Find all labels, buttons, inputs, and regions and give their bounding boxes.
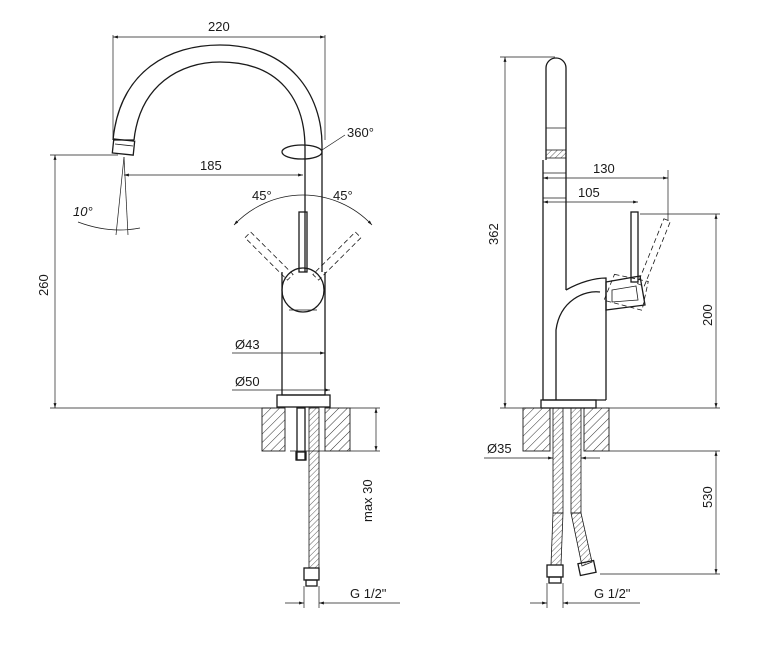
height-overall-label: 362 <box>486 223 501 245</box>
connector-left-tail <box>548 576 562 584</box>
front-view: 360° 45° 45° 10° 220 185 <box>36 19 400 608</box>
outlet-arc <box>77 221 141 231</box>
lever <box>298 211 308 273</box>
hose-right-lower <box>570 512 593 567</box>
hose-left <box>552 407 564 514</box>
spout-pipe-top <box>545 57 567 160</box>
counter-right <box>324 407 351 452</box>
lever-side <box>630 211 639 283</box>
body-side <box>565 277 607 400</box>
reach-inner-label: 105 <box>578 185 600 200</box>
arc-left <box>233 194 304 226</box>
counter-side-right <box>583 407 610 452</box>
spout-reach-label: 185 <box>200 158 222 173</box>
base-diameter-label: Ø50 <box>235 374 260 389</box>
reach-outer-label: 130 <box>593 161 615 176</box>
body-curve <box>555 291 601 400</box>
lever-head-inner <box>611 285 639 303</box>
swivel-ring <box>281 144 323 160</box>
spout-outer <box>112 44 323 272</box>
lever-angle-right-label: 45° <box>333 188 353 203</box>
hole-diameter-label: Ø35 <box>487 441 512 456</box>
hose-right <box>570 407 582 514</box>
hose-length-label: 530 <box>700 486 715 508</box>
aerator <box>545 149 567 159</box>
connector-nut <box>303 567 320 581</box>
connector-right <box>577 559 597 577</box>
lever-head <box>605 275 646 311</box>
counter-side-left <box>522 407 551 452</box>
lever-right-position <box>312 231 362 281</box>
body <box>281 272 326 396</box>
lever-height-label: 200 <box>700 304 715 326</box>
hose <box>308 407 320 569</box>
aerator-line <box>114 143 134 147</box>
counter-thickness-label: max 30 <box>360 479 375 522</box>
lever-angle-left-label: 45° <box>252 188 272 203</box>
spout-inner <box>133 61 306 272</box>
hose-left-lower <box>550 512 564 566</box>
side-view: 362 130 105 200 Ø35 530 <box>484 56 720 608</box>
nut <box>295 451 307 461</box>
swivel-angle-label: 360° <box>347 125 374 140</box>
spout-pipe <box>542 160 567 400</box>
connection-label-side: G 1/2" <box>594 586 631 601</box>
outlet-axis-2 <box>123 156 129 236</box>
outlet-angle-label: 10° <box>73 204 93 219</box>
lever-side-dashed <box>603 218 671 311</box>
counter-left <box>261 407 286 452</box>
connection-label-front: G 1/2" <box>350 586 387 601</box>
base-flange-side <box>540 399 597 409</box>
height-to-spout-label: 260 <box>36 274 51 296</box>
lever-left-position <box>244 231 294 281</box>
arc-right <box>302 194 373 226</box>
cartridge-cap <box>281 267 325 313</box>
spout-outlet <box>111 138 136 156</box>
outlet-axis <box>115 156 125 236</box>
connector-tail <box>305 579 318 587</box>
swivel-leader <box>321 134 346 151</box>
body-diameter-label: Ø43 <box>235 337 260 352</box>
connector-left <box>546 564 564 578</box>
base-flange <box>276 394 331 408</box>
width-overall-label: 220 <box>208 19 230 34</box>
